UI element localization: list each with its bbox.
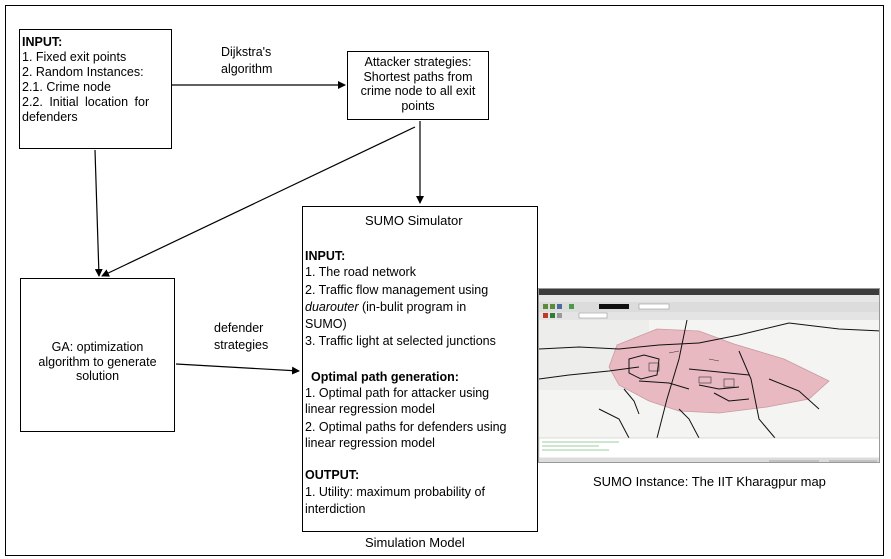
- attacker-line-3: crime node to all exit: [360, 84, 476, 98]
- dijkstra-label-line-1: Dijkstra's: [221, 45, 272, 59]
- attacker-strategies-box: [347, 51, 489, 120]
- ga-line-3: solution: [75, 369, 120, 383]
- ga-text: GA: optimization algorithm to generate s…: [20, 340, 175, 384]
- sumo-input-line-5: 3. Traffic light at selected junctions: [305, 334, 496, 348]
- arrow-ga-to-sumo: [175, 363, 300, 375]
- ga-box: [20, 278, 175, 432]
- sumo-optimal-heading: Optimal path generation:: [311, 370, 459, 384]
- input-title: INPUT:: [22, 35, 63, 49]
- sumo-title: SUMO Simulator: [365, 213, 463, 228]
- attacker-line-1: Attacker strategies:: [364, 55, 472, 69]
- ga-line-2: algorithm to generate: [38, 354, 157, 369]
- input-line-3: 2.1. Crime node: [22, 80, 111, 94]
- attacker-strategies-text: Attacker strategies: Shortest paths from…: [347, 55, 489, 113]
- duarouter-rest: (in-bulit program in: [358, 300, 467, 314]
- sumo-input-line-2: 2. Traffic flow management using: [305, 283, 489, 297]
- arrow-attacker-to-ga: [101, 126, 416, 277]
- input-box: [19, 29, 172, 149]
- sumo-output-line-1: 1. Utility: maximum probability of: [305, 485, 485, 499]
- dijkstra-label-line-2: algorithm: [221, 62, 273, 76]
- sumo-output-heading: OUTPUT:: [305, 468, 360, 482]
- input-line-1: 1. Fixed exit points: [22, 50, 127, 64]
- sumo-map-graphic: [539, 289, 879, 462]
- input-line-4: 2.2. Initial location for: [22, 95, 150, 109]
- input-line-2: 2. Random Instances:: [22, 65, 144, 79]
- sumo-input-line-1: 1. The road network: [305, 265, 416, 279]
- simulation-model-caption: Simulation Model: [365, 535, 465, 550]
- duarouter-text: duarouter: [305, 300, 359, 314]
- input-line-5: defenders: [22, 110, 78, 124]
- sumo-optimal-line-1: 1. Optimal path for attacker using: [305, 386, 490, 400]
- attacker-line-2: Shortest paths from: [363, 69, 473, 84]
- sumo-input-heading: INPUT:: [305, 249, 346, 263]
- sumo-simulator-box: [302, 206, 538, 532]
- diagram-frame: [5, 5, 884, 556]
- attacker-line-4: points: [401, 98, 435, 113]
- defender-label-line-1: defender: [214, 321, 264, 335]
- sumo-instance-caption: SUMO Instance: The IIT Kharagpur map: [593, 474, 826, 489]
- sumo-input-line-4: SUMO): [305, 317, 347, 331]
- sumo-optimal-line-4: linear regression model: [305, 436, 435, 450]
- sumo-output-line-2: interdiction: [305, 502, 366, 516]
- defender-label-line-2: strategies: [214, 338, 269, 352]
- sumo-optimal-line-2: linear regression model: [305, 402, 435, 416]
- ga-line-1: GA: optimization: [51, 340, 144, 354]
- sumo-optimal-line-3: 2. Optimal paths for defenders using: [305, 420, 507, 434]
- arrow-input-to-ga: [94, 149, 103, 277]
- sumo-input-line-3: duarouter (in-bulit program in: [305, 300, 466, 315]
- sumo-map-screenshot: [538, 288, 880, 463]
